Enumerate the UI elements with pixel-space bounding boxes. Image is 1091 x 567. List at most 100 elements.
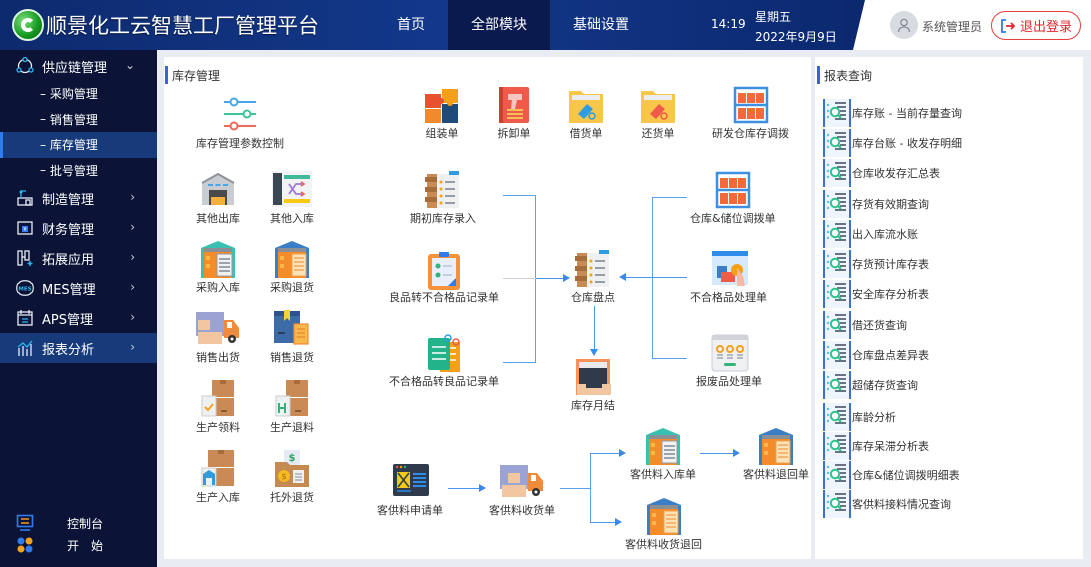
tile-consigned-receive-return[interactable]: 客供料收货退回 xyxy=(625,497,702,552)
shuffle-doc-icon xyxy=(272,171,312,207)
report-item[interactable]: 库存呆滞分析表 xyxy=(823,432,929,460)
nav-all-modules[interactable]: 全部模块 xyxy=(448,0,550,50)
tile-nonconforming[interactable]: 不合格品处理单 xyxy=(690,250,767,305)
app-window-icon xyxy=(392,463,429,499)
report-search-icon xyxy=(823,461,851,489)
report-search-icon xyxy=(823,403,851,431)
report-item[interactable]: 存货有效期查询 xyxy=(823,190,929,218)
warehouse-dark-icon xyxy=(575,358,611,395)
sidebar-item-report-analysis[interactable]: 报表分析 › xyxy=(0,333,157,363)
report-item[interactable]: 仓库&储位调拨明细表 xyxy=(823,461,960,489)
sidebar-label: MES管理 xyxy=(42,282,96,298)
sidebar-subitem-purchase[interactable]: – 采购管理 xyxy=(40,86,98,102)
arrow-right-icon xyxy=(448,484,486,492)
console-button[interactable]: 控制台 xyxy=(0,512,157,534)
report-search-icon xyxy=(823,220,851,248)
tile-sales-shipment[interactable]: 销售出货 xyxy=(196,310,240,365)
tile-stocktake[interactable]: 仓库盘点 xyxy=(571,250,615,305)
report-item[interactable]: 出入库流水账 xyxy=(823,220,918,248)
sidebar-subitem-inventory[interactable]: – 库存管理 xyxy=(0,132,157,158)
tile-purchase-return[interactable]: 采购退货 xyxy=(270,240,314,295)
tile-rd-warehouse-transfer[interactable]: 研发仓库存调拨 xyxy=(712,86,789,141)
report-label: 仓库盘点差异表 xyxy=(852,349,929,362)
inventory-list-icon xyxy=(425,171,461,208)
sidebar-item-manufacturing[interactable]: 制造管理 › xyxy=(0,183,157,213)
date-block: 星期五 2022年9月9日 xyxy=(755,7,837,47)
tile-outsourcing-return[interactable]: $$ 托外退货 xyxy=(270,450,314,505)
sidebar-label: 供应链管理 xyxy=(42,60,108,76)
tile-scrap[interactable]: 报废品处理单 xyxy=(696,334,762,389)
tile-other-inbound[interactable]: 其他入库 xyxy=(270,171,314,226)
logout-button[interactable]: 退出登录 xyxy=(991,11,1081,40)
report-item[interactable]: 仓库收发存汇总表 xyxy=(823,159,940,187)
weekday: 星期五 xyxy=(755,10,792,24)
tile-disassembly-order[interactable]: 拆卸单 xyxy=(496,86,532,141)
tile-month-end[interactable]: 库存月结 xyxy=(571,358,615,413)
sidebar-item-supply-chain[interactable]: 供应链管理 ⌄ xyxy=(0,51,157,81)
arrow-right-icon xyxy=(700,449,740,457)
report-label: 安全库存分析表 xyxy=(852,288,929,301)
tile-warehouse-transfer[interactable]: 仓库&储位调拨单 xyxy=(690,171,776,226)
tile-purchase-inbound[interactable]: 采购入库 xyxy=(196,240,240,295)
warehouse-checklist-icon xyxy=(200,240,236,278)
start-button[interactable]: 开 始 xyxy=(0,534,157,556)
chevron-right-icon: › xyxy=(130,220,135,234)
report-item[interactable]: 安全库存分析表 xyxy=(823,280,929,308)
report-item[interactable]: 超储存货查询 xyxy=(823,371,918,399)
tile-consigned-return-order[interactable]: 客供料退回单 xyxy=(743,427,809,482)
tile-return-order[interactable]: 还货单 xyxy=(640,86,676,141)
tile-borrow-order[interactable]: 借货单 xyxy=(568,86,604,141)
sidebar-subitem-batch[interactable]: – 批号管理 xyxy=(40,163,98,178)
report-item[interactable]: 存货预计库存表 xyxy=(823,250,929,278)
tile-consigned-receive[interactable]: 客供料收货单 xyxy=(489,463,555,518)
sidebar-label: 制造管理 xyxy=(42,192,95,208)
sidebar-item-aps[interactable]: APS管理 › xyxy=(0,303,157,333)
arrow-down-icon xyxy=(590,306,598,356)
sidebar-item-finance[interactable]: ¥ 财务管理 › xyxy=(0,213,157,243)
start-icon xyxy=(16,536,36,554)
username: 系统管理员 xyxy=(922,20,983,34)
tile-production-inbound[interactable]: 生产入库 xyxy=(196,450,240,505)
report-label: 客供料接料情况查询 xyxy=(852,498,951,511)
report-label: 库龄分析 xyxy=(852,411,896,424)
top-nav: 首页 全部模块 基础设置 xyxy=(374,0,652,50)
nav-basic-settings[interactable]: 基础设置 xyxy=(573,17,629,33)
tile-production-return[interactable]: 生产退料 xyxy=(270,380,314,435)
report-item[interactable]: 库龄分析 xyxy=(823,403,896,431)
report-item[interactable]: 库存台账 - 收发存明细 xyxy=(823,129,962,157)
sidebar-subitem-sales[interactable]: – 销售管理 xyxy=(40,112,98,127)
tile-production-picking[interactable]: 生产领料 xyxy=(196,380,240,435)
sidebar-item-extension[interactable]: 拓展应用 › xyxy=(0,243,157,273)
tile-param-control[interactable]: 库存管理参数控制 xyxy=(196,96,284,151)
logo-icon xyxy=(12,9,44,41)
warehouse-icon xyxy=(200,171,236,207)
tile-assembly-order[interactable]: 组装单 xyxy=(424,86,460,141)
boxes-warehouse-icon xyxy=(200,450,236,487)
report-item[interactable]: 客供料接料情况查询 xyxy=(823,490,951,518)
report-item[interactable]: 库存账 - 当前存量查询 xyxy=(823,99,962,127)
avatar[interactable] xyxy=(890,11,918,39)
sidebar-item-mes[interactable]: MES MES管理 › xyxy=(0,273,157,303)
tile-other-outbound[interactable]: 其他出库 xyxy=(196,171,240,226)
tile-sales-return[interactable]: 销售退货 xyxy=(270,310,314,365)
shelf-icon xyxy=(733,86,769,124)
reports-section-title: 报表查询 xyxy=(817,66,872,84)
nav-home[interactable]: 首页 xyxy=(397,17,425,33)
arrow-right-icon xyxy=(590,518,622,526)
warehouse-doc-icon xyxy=(274,240,310,278)
report-item[interactable]: 借还货查询 xyxy=(823,311,907,339)
tile-consigned-apply[interactable]: 客供料申请单 xyxy=(377,463,443,518)
tile-good-to-bad[interactable]: 良品转不合格品记录单 xyxy=(389,250,499,305)
report-item[interactable]: 仓库盘点差异表 xyxy=(823,341,929,369)
sidebar-label: 财务管理 xyxy=(42,222,95,238)
tile-bad-to-good[interactable]: 不合格品转良品记录单 xyxy=(389,334,499,389)
tile-consigned-inbound[interactable]: 客供料入库单 xyxy=(630,427,696,482)
supply-chain-icon xyxy=(14,56,36,76)
svg-text:$: $ xyxy=(289,453,296,464)
tile-opening-stock[interactable]: 期初库存录入 xyxy=(410,171,476,226)
report-label: 库存台账 - 收发存明细 xyxy=(852,137,962,150)
sidebar-label: 拓展应用 xyxy=(42,252,95,268)
connector-left xyxy=(503,195,536,363)
report-search-icon xyxy=(823,190,851,218)
report-search-icon xyxy=(823,341,851,369)
